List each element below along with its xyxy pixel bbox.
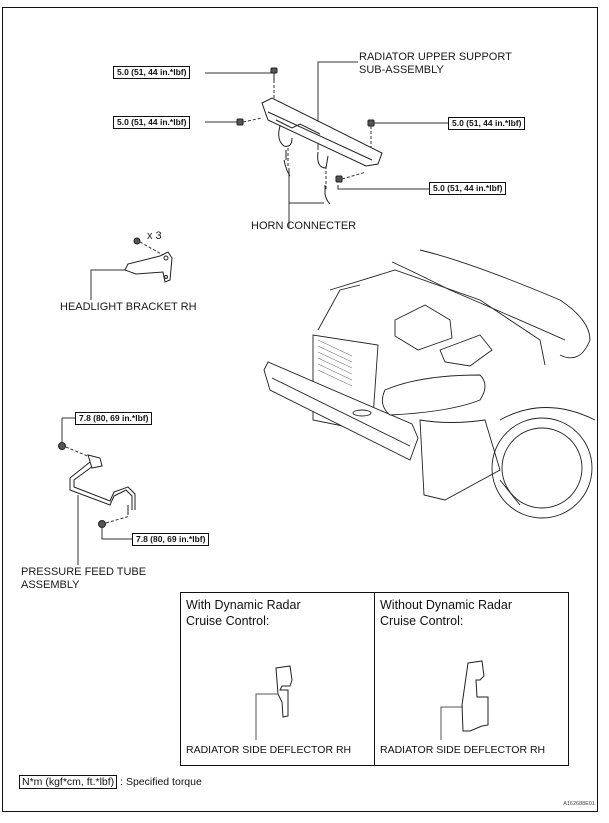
label-radiator-upper-support: RADIATOR UPPER SUPPORT SUB-ASSEMBLY <box>359 51 512 77</box>
panel-without-radar-title-line2: Cruise Control: <box>380 614 464 628</box>
torque-label-upper-right: 5.0 (51, 44 in.*lbf) <box>448 117 526 130</box>
panel-without-radar-title-line1: Without Dynamic Radar <box>380 598 512 612</box>
vehicle-front-drawing <box>263 249 596 519</box>
torque-label-upper-top: 5.0 (51, 44 in.*lbf) <box>113 66 191 79</box>
torque-label-upper-lower-right: 5.0 (51, 44 in.*lbf) <box>429 182 507 195</box>
panel-with-radar-title-line2: Cruise Control: <box>186 614 270 628</box>
label-pressure-feed-tube-line2: ASSEMBLY <box>21 579 80 591</box>
panel-without-radar: Without Dynamic Radar Cruise Control: RA… <box>374 592 569 766</box>
panel-without-radar-caption: RADIATOR SIDE DEFLECTOR RH <box>380 744 546 756</box>
torque-label-upper-left: 5.0 (51, 44 in.*lbf) <box>113 116 191 129</box>
diagram-frame <box>2 7 598 812</box>
bolt-icons <box>58 67 375 528</box>
label-nut-quantity: x 3 <box>147 230 162 242</box>
panel-with-radar-title-line1: With Dynamic Radar <box>186 598 301 612</box>
label-horn-connecter: HORN CONNECTER <box>251 220 357 232</box>
torque-label-tube-bottom: 7.8 (80, 69 in.*lbf) <box>132 533 210 546</box>
deflector-without-radar-drawing <box>440 660 489 740</box>
label-pressure-feed-tube: PRESSURE FEED TUBE ASSEMBLY <box>21 566 146 592</box>
headlight-bracket-drawing <box>124 251 173 283</box>
torque-legend-description: : Specified torque <box>120 776 202 788</box>
torque-label-tube-top: 7.8 (80, 69 in.*lbf) <box>75 412 153 425</box>
label-radiator-upper-support-line2: SUB-ASSEMBLY <box>359 64 444 76</box>
panel-with-radar-title: With Dynamic Radar Cruise Control: <box>186 597 371 629</box>
label-headlight-bracket: HEADLIGHT BRACKET RH <box>60 301 197 313</box>
label-radiator-upper-support-line1: RADIATOR UPPER SUPPORT <box>359 51 512 63</box>
pressure-feed-tube-drawing <box>69 454 136 515</box>
label-pressure-feed-tube-line1: PRESSURE FEED TUBE <box>21 566 147 578</box>
panel-with-radar-caption: RADIATOR SIDE DEFLECTOR RH <box>186 744 352 756</box>
deflector-with-radar-drawing <box>255 665 293 740</box>
radiator-upper-support-drawing <box>261 97 383 205</box>
torque-unit-box: N*m (kgf*cm, ft.*lbf) <box>19 775 118 789</box>
figure-code: A162688E01 <box>563 801 595 807</box>
panel-without-radar-title: Without Dynamic Radar Cruise Control: <box>380 597 565 629</box>
panel-with-radar: With Dynamic Radar Cruise Control: RADIA… <box>180 592 375 766</box>
torque-legend: N*m (kgf*cm, ft.*lbf) : Specified torque <box>19 775 202 789</box>
